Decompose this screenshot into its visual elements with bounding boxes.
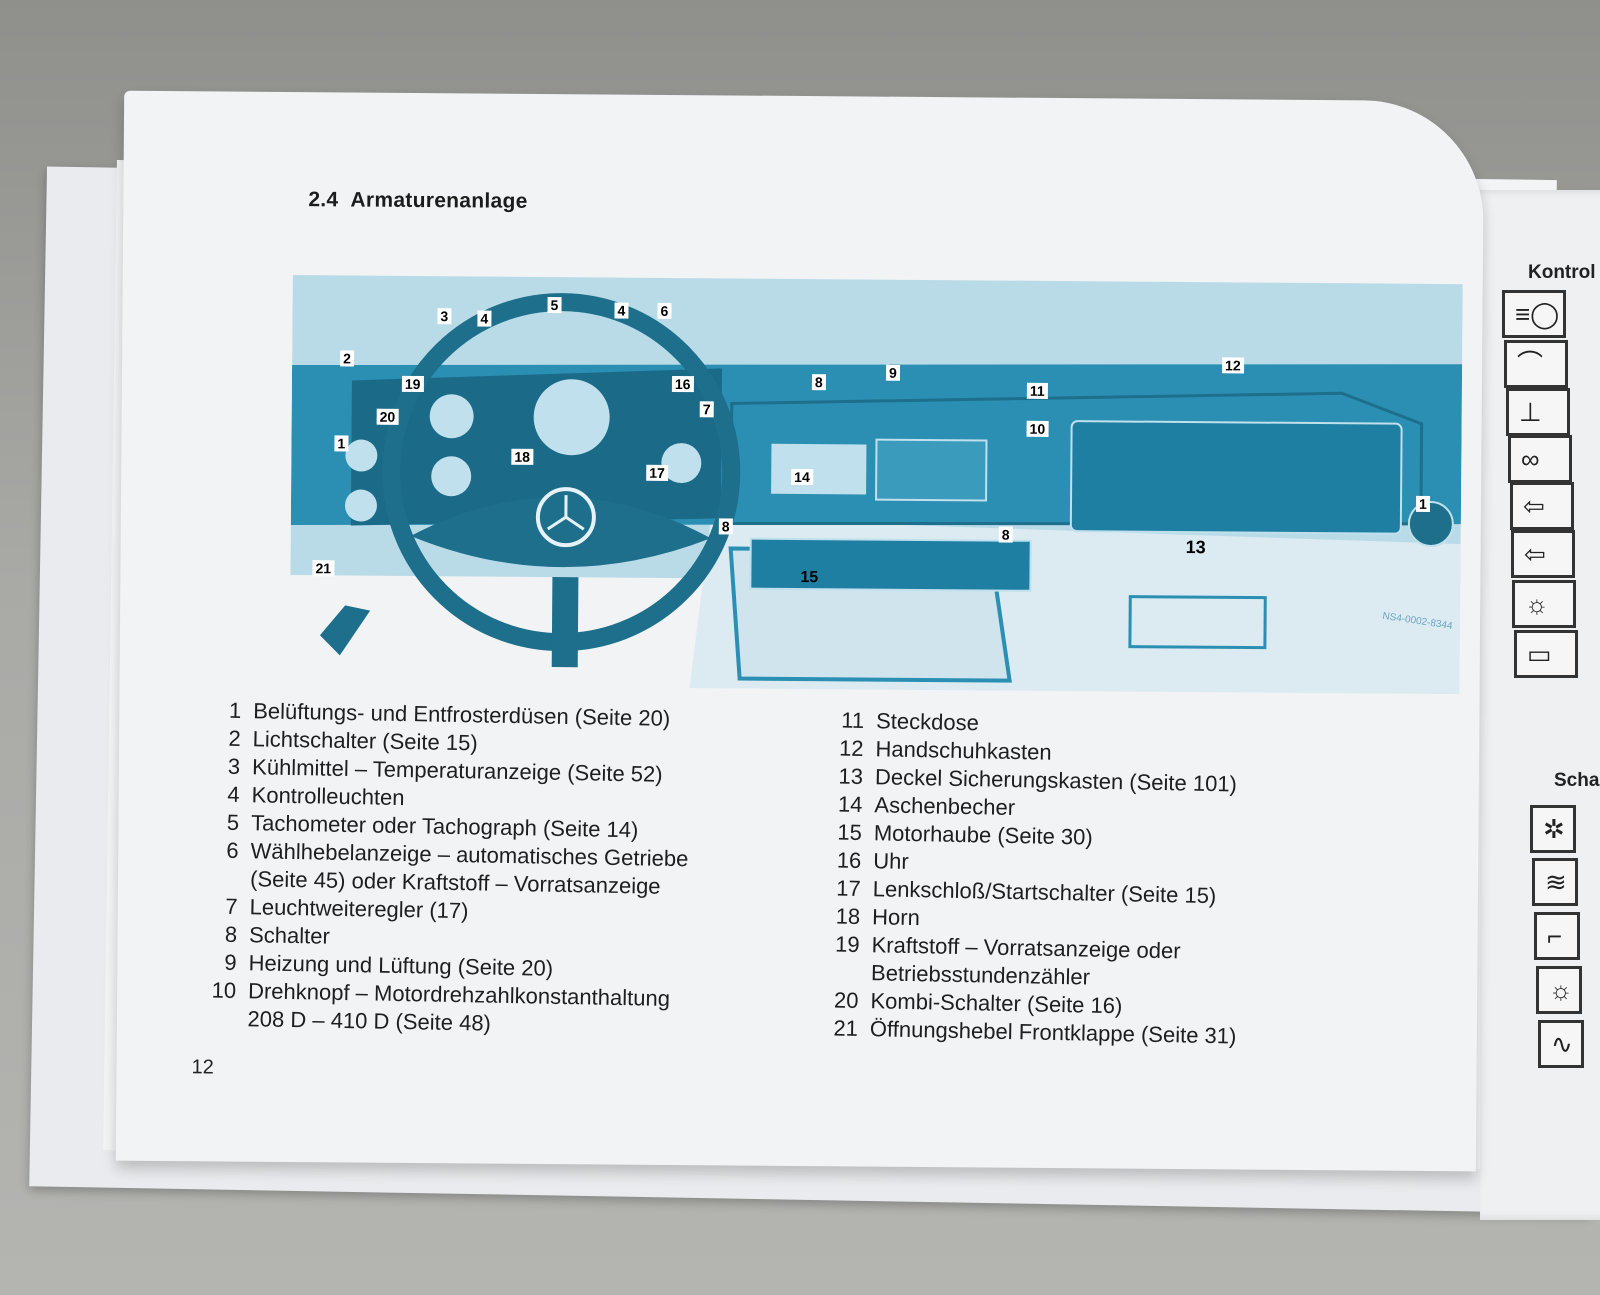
axle-lock-icon: ⊥ — [1506, 388, 1570, 436]
callout-11: 11 — [1026, 382, 1048, 399]
callout-8a: 8 — [811, 374, 826, 391]
callout-4: 4 — [477, 310, 492, 327]
callout-8b: 8 — [718, 518, 733, 535]
callout-13: 13 — [1185, 537, 1206, 558]
callout-3: 3 — [437, 308, 452, 325]
headlight-icon: ≡◯ — [1502, 290, 1566, 338]
fan-icon: ✲ — [1530, 805, 1576, 853]
callout-2: 2 — [340, 350, 354, 367]
trailer-signal-icon: ⇦ — [1511, 530, 1575, 578]
section-number: 2.4 — [308, 188, 339, 212]
right-page-heading-1: Kontrol — [1528, 262, 1596, 283]
section-heading: 2.4 Armaturenanlage — [308, 188, 527, 214]
callout-10: 10 — [1026, 420, 1049, 437]
right-page: Kontrol ≡◯ ⌒ ⊥ ∞ ⇦ ⇦ ☼ ▭ Scha ✲ ≋ ⌐ ☼ ∿ — [1480, 190, 1600, 1220]
glow-plug-icon: ∞ — [1508, 435, 1572, 483]
warning-light-icon: ☼ — [1536, 966, 1582, 1014]
callout-9: 9 — [885, 364, 900, 381]
callout-1b: 1 — [1415, 495, 1430, 512]
callout-5: 5 — [547, 297, 562, 314]
callout-7: 7 — [699, 401, 714, 418]
callout-14: 14 — [791, 468, 813, 486]
callout-8c: 8 — [998, 526, 1013, 543]
callout-20: 20 — [376, 408, 399, 425]
callout-6: 6 — [657, 302, 672, 319]
right-page-heading-2: Scha — [1554, 770, 1600, 791]
section-title: Armaturenanlage — [350, 188, 528, 213]
callout-12: 12 — [1222, 357, 1244, 374]
callout-21: 21 — [312, 560, 335, 577]
dashboard-illustration: 1 2 3 4 5 4 6 19 16 20 7 8 9 11 10 12 18… — [290, 215, 1464, 695]
callout-15: 15 — [800, 569, 819, 587]
turn-signal-icon: ⇦ — [1510, 482, 1574, 530]
engine-icon: ∿ — [1538, 1020, 1584, 1068]
callout-18: 18 — [511, 448, 534, 465]
callout-4b: 4 — [614, 302, 629, 319]
page-number: 12 — [191, 1056, 214, 1079]
fuel-filter-icon: ▭ — [1514, 630, 1578, 678]
beacon-icon: ☼ — [1512, 580, 1576, 628]
parking-light-icon: ⌒ — [1504, 340, 1568, 388]
seat-heater-icon: ⌐ — [1534, 912, 1580, 960]
manual-page: 2.4 Armaturenanlage — [115, 90, 1485, 1172]
callout-16: 16 — [671, 375, 694, 393]
callout-19: 19 — [401, 375, 424, 393]
callout-17: 17 — [646, 464, 668, 481]
callout-1: 1 — [334, 435, 349, 452]
rear-defrost-icon: ≋ — [1532, 858, 1578, 906]
